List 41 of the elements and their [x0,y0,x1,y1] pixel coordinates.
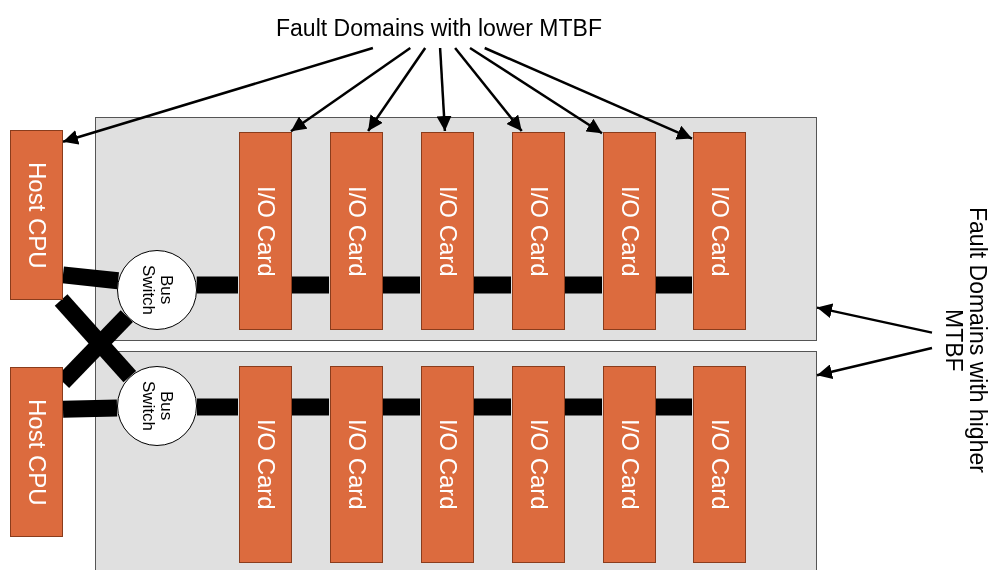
io-card: I/O Card [330,366,383,563]
callout-text: Fault Domains with higher MTBF [932,200,1000,480]
io-card: I/O Card [603,132,656,330]
arrow [469,46,603,135]
io-card: I/O Card [693,366,746,563]
cpu-box: Host CPU [10,130,63,300]
bus-line [382,398,420,416]
bus-line [655,398,692,416]
io-card: I/O Card [239,366,292,563]
arrow [454,47,523,132]
arrow [484,46,693,140]
io-card: I/O Card [421,366,474,563]
bus-line [473,276,511,294]
bus-line [473,398,511,416]
chassis-panel [95,117,817,341]
bus-line [54,294,137,383]
bus-line [564,276,602,294]
chassis-panel [95,351,817,570]
io-card: I/O Card [512,132,565,330]
bus-line [291,398,329,416]
io-card: I/O Card [512,366,565,563]
bus-line [196,276,238,294]
arrow [816,303,933,334]
io-card: I/O Card [239,132,292,330]
bus-line [197,398,238,416]
bus-line [655,276,692,294]
callout-text: Fault Domains with lower MTBF [228,8,650,48]
arrow [436,47,452,132]
io-card: I/O Card [330,132,383,330]
bus-line [291,276,329,294]
arrow [290,46,411,133]
bus-line [564,398,602,416]
arrow [367,47,427,132]
bus-line [382,276,420,294]
cpu-box: Host CPU [10,367,63,537]
arrow [816,346,933,380]
io-card: I/O Card [421,132,474,330]
bus-line [62,399,118,418]
io-card: I/O Card [603,366,656,563]
arrow [62,46,374,145]
io-card: I/O Card [693,132,746,330]
